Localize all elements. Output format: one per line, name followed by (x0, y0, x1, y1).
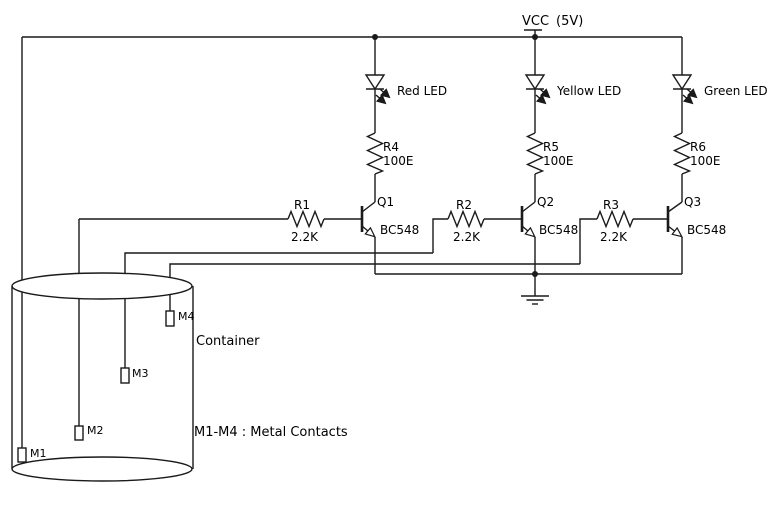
resistor-r6-value: 100E (690, 154, 721, 168)
resistor-r6-icon (672, 132, 692, 175)
transistor-q1-ref: Q1 (377, 195, 394, 209)
led-emission-arrow (682, 94, 694, 105)
contact-electrode (74, 425, 84, 441)
red-led-icon (364, 74, 391, 105)
yellow-led-branch: Yellow LED R5 100E Q2 BC548 R2 2.2K (432, 37, 621, 274)
led-emission-arrow (535, 94, 547, 105)
resistor-r4-icon (365, 132, 385, 175)
green-led-branch: Green LED R6 100E Q3 BC548 R3 2.2K (579, 37, 768, 274)
red-led-label: Red LED (397, 84, 447, 98)
resistor-r1-value: 2.2K (291, 230, 319, 244)
metal-contact-m1: M1 (17, 447, 47, 463)
container-label: Container (196, 334, 260, 349)
transistor-q3-ref: Q3 (684, 195, 701, 209)
metal-contact-m3: M3 (120, 367, 149, 384)
contacts-note: M1-M4 : Metal Contacts (194, 425, 348, 440)
red-led-branch: Red LED R4 100E Q1 BC548 R1 2.2K (79, 37, 447, 274)
resistor-r3-icon (596, 209, 634, 229)
resistor-r2-ref: R2 (456, 198, 472, 212)
transistor-emitter (361, 225, 376, 238)
resistor-r2-icon (447, 209, 485, 229)
resistor-r1-ref: R1 (294, 198, 310, 212)
contact-m2-label: M2 (87, 424, 104, 437)
ground-bus (375, 271, 682, 305)
wire (432, 218, 448, 253)
contact-electrode (165, 310, 175, 327)
transistor-q2-ref: Q2 (537, 195, 554, 209)
led-triangle (364, 74, 386, 91)
resistor-r5-icon (525, 132, 545, 175)
metal-contact-m2: M2 (74, 424, 104, 441)
contact-electrode (17, 447, 27, 463)
green-led-icon (671, 74, 698, 105)
resistor-r5-value: 100E (543, 154, 574, 168)
m4-wire (169, 263, 580, 311)
led-triangle (524, 74, 546, 91)
m3-wire (124, 252, 433, 368)
vcc-rail: VCC (5V) (22, 14, 682, 40)
led-emission-arrow (375, 94, 387, 105)
resistor-r4-value: 100E (383, 154, 414, 168)
resistor-r5-ref: R5 (543, 140, 559, 154)
green-led-label: Green LED (704, 84, 768, 98)
yellow-led-icon (524, 74, 551, 105)
contact-electrode (120, 367, 130, 384)
transistor-q2-part: BC548 (539, 223, 578, 237)
container: Container M1-M4 : Metal Contacts M1 M2 M… (11, 272, 348, 482)
contact-m3-label: M3 (132, 367, 149, 380)
transistor-collector (667, 201, 683, 213)
transistor-collector (521, 201, 536, 213)
container-bottom-rim (11, 456, 193, 482)
led-emission-arrow (379, 88, 391, 99)
led-triangle (671, 74, 693, 91)
yellow-led-label: Yellow LED (556, 84, 621, 98)
resistor-r1-icon (287, 209, 325, 229)
contact-m1-label: M1 (30, 447, 47, 460)
sense-lines (21, 37, 580, 448)
transistor-q1-icon (360, 201, 376, 238)
container-top-rim (11, 272, 193, 300)
resistor-r3-ref: R3 (603, 198, 619, 212)
transistor-emitter (521, 225, 536, 238)
resistor-r4-ref: R4 (383, 140, 399, 154)
led-emission-arrow (539, 88, 551, 99)
resistor-r2-value: 2.2K (453, 230, 481, 244)
metal-contact-m4: M4 (165, 310, 195, 327)
transistor-q3-icon (666, 201, 683, 238)
transistor-collector (361, 201, 376, 213)
voltage-label: (5V) (556, 14, 583, 29)
resistor-r3-value: 2.2K (600, 230, 628, 244)
transistor-q2-icon (520, 201, 536, 238)
resistor-r6-ref: R6 (690, 140, 706, 154)
contact-m4-label: M4 (178, 310, 195, 323)
transistor-q3-part: BC548 (687, 223, 726, 237)
transistor-q1-part: BC548 (380, 223, 419, 237)
led-emission-arrow (686, 88, 698, 99)
wire (579, 218, 597, 264)
vcc-label: VCC (522, 14, 549, 29)
ground-icon (521, 295, 549, 305)
transistor-emitter (667, 225, 683, 238)
